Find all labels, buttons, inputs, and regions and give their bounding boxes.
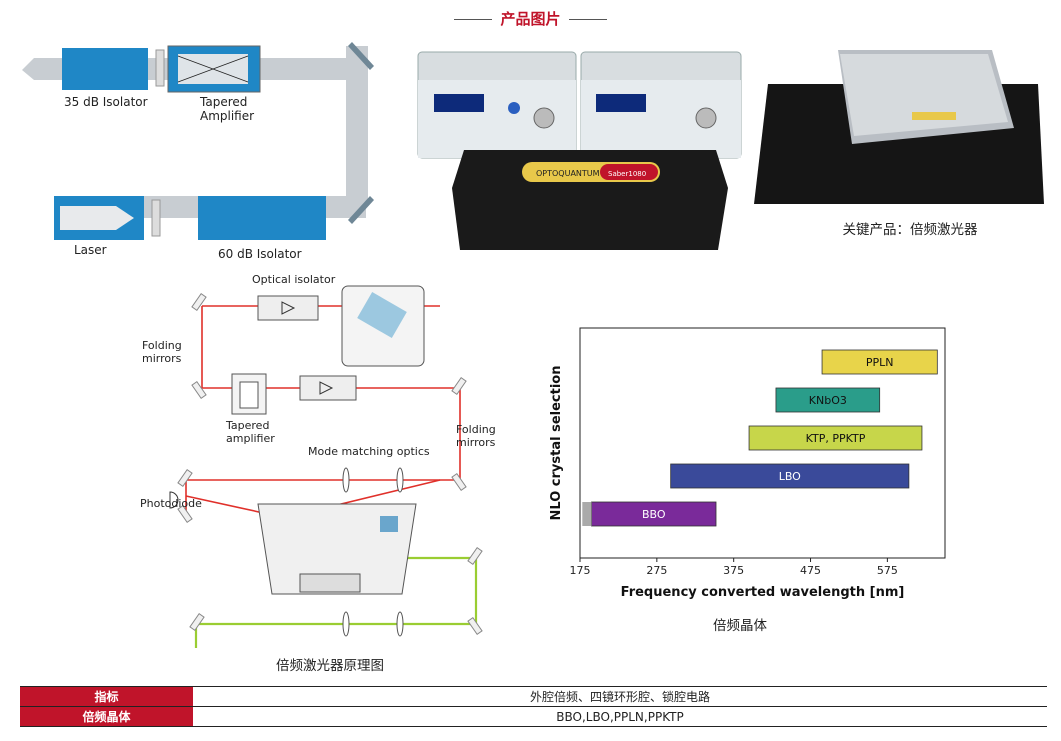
bar-knbo3 [775, 387, 881, 413]
table-row: 指标 外腔倍频、四镜环形腔、锁腔电路 [20, 686, 1047, 707]
isolator60-label: 60 dB Isolator [218, 247, 302, 261]
tapered-amp-label: Tapered Amplifier [200, 95, 255, 123]
y-axis-label: NLO crystal selection [549, 366, 564, 521]
bar-label: BBO [642, 508, 666, 521]
x-tick-label: 575 [877, 564, 898, 577]
spec-key: 倍频晶体 [20, 706, 193, 727]
isolator35-label: 35 dB Isolator [64, 95, 148, 109]
x-tick-label: 375 [723, 564, 744, 577]
spec-key: 指标 [20, 686, 193, 707]
title-rule-right [568, 18, 607, 21]
spec-value: BBO,LBO,PPLN,PPKTP [193, 706, 1047, 727]
chart-caption: 倍频晶体 [713, 618, 767, 634]
module-model-text: Saber1080 [608, 170, 646, 178]
x-tick-label: 175 [570, 564, 591, 577]
title-rule-left [454, 18, 493, 21]
product-photo-controllers: OPTOQUANTUM Saber1080 [416, 38, 742, 256]
folding-mirrors-left-label: Folding mirrors [142, 339, 182, 365]
bar-label: KNbO3 [809, 394, 847, 407]
bar-ppln [821, 349, 938, 375]
spec-table: 指标 外腔倍频、四镜环形腔、锁腔电路 倍频晶体 BBO,LBO,PPLN,PPK… [20, 686, 1047, 727]
amplifier-diagram-svg [22, 42, 374, 240]
section-title-text: 产品图片 [500, 10, 561, 28]
table-row: 倍频晶体 BBO,LBO,PPLN,PPKTP [20, 706, 1047, 727]
isolator-35-block [62, 48, 148, 90]
bar-ktp-ppktp [748, 425, 923, 451]
bar-bbo-fade [582, 502, 592, 526]
controllers-photo-svg: OPTOQUANTUM Saber1080 [417, 51, 742, 250]
x-tick-label: 275 [646, 564, 667, 577]
bar-label: LBO [779, 470, 801, 483]
x-axis-label: Frequency converted wavelength [nm] [621, 585, 905, 600]
bar-label: KTP, PPKTP [806, 432, 866, 445]
photodiode-label: Photodiode [140, 497, 202, 510]
mirror-top [348, 42, 374, 70]
doubler-caption: 关键产品：倍频激光器 [842, 222, 978, 238]
doubler-photo-svg [754, 50, 1044, 204]
schematic-svg [169, 285, 483, 648]
tapered-amplifier-label: Tapered amplifier [226, 419, 275, 445]
product-photo-doubler [752, 44, 1052, 210]
mirror-bottom [348, 196, 374, 224]
bar-bbo [591, 501, 717, 527]
section-title: 产品图片 [0, 8, 1061, 29]
laser-label: Laser [74, 243, 107, 257]
bar-lbo [670, 463, 910, 489]
folding-mirrors-right-label: Folding mirrors [456, 423, 496, 449]
module-brand-text: OPTOQUANTUM [536, 169, 600, 178]
spec-value: 外腔倍频、四镜环形腔、锁腔电路 [193, 686, 1047, 707]
bar-label: PPLN [866, 356, 894, 369]
amplifier-block-diagram: 35 dB Isolator Tapered Amplifier Laser 6… [14, 36, 410, 264]
isolator-60-block [198, 196, 326, 240]
schematic-caption: 倍频激光器原理图 [276, 658, 384, 674]
x-tick-label: 475 [800, 564, 821, 577]
optical-isolator-label: Optical isolator [252, 274, 336, 286]
doubler-schematic: Optical isolator Folding mirrors Folding… [140, 274, 506, 648]
mode-matching-label: Mode matching optics [308, 445, 430, 458]
